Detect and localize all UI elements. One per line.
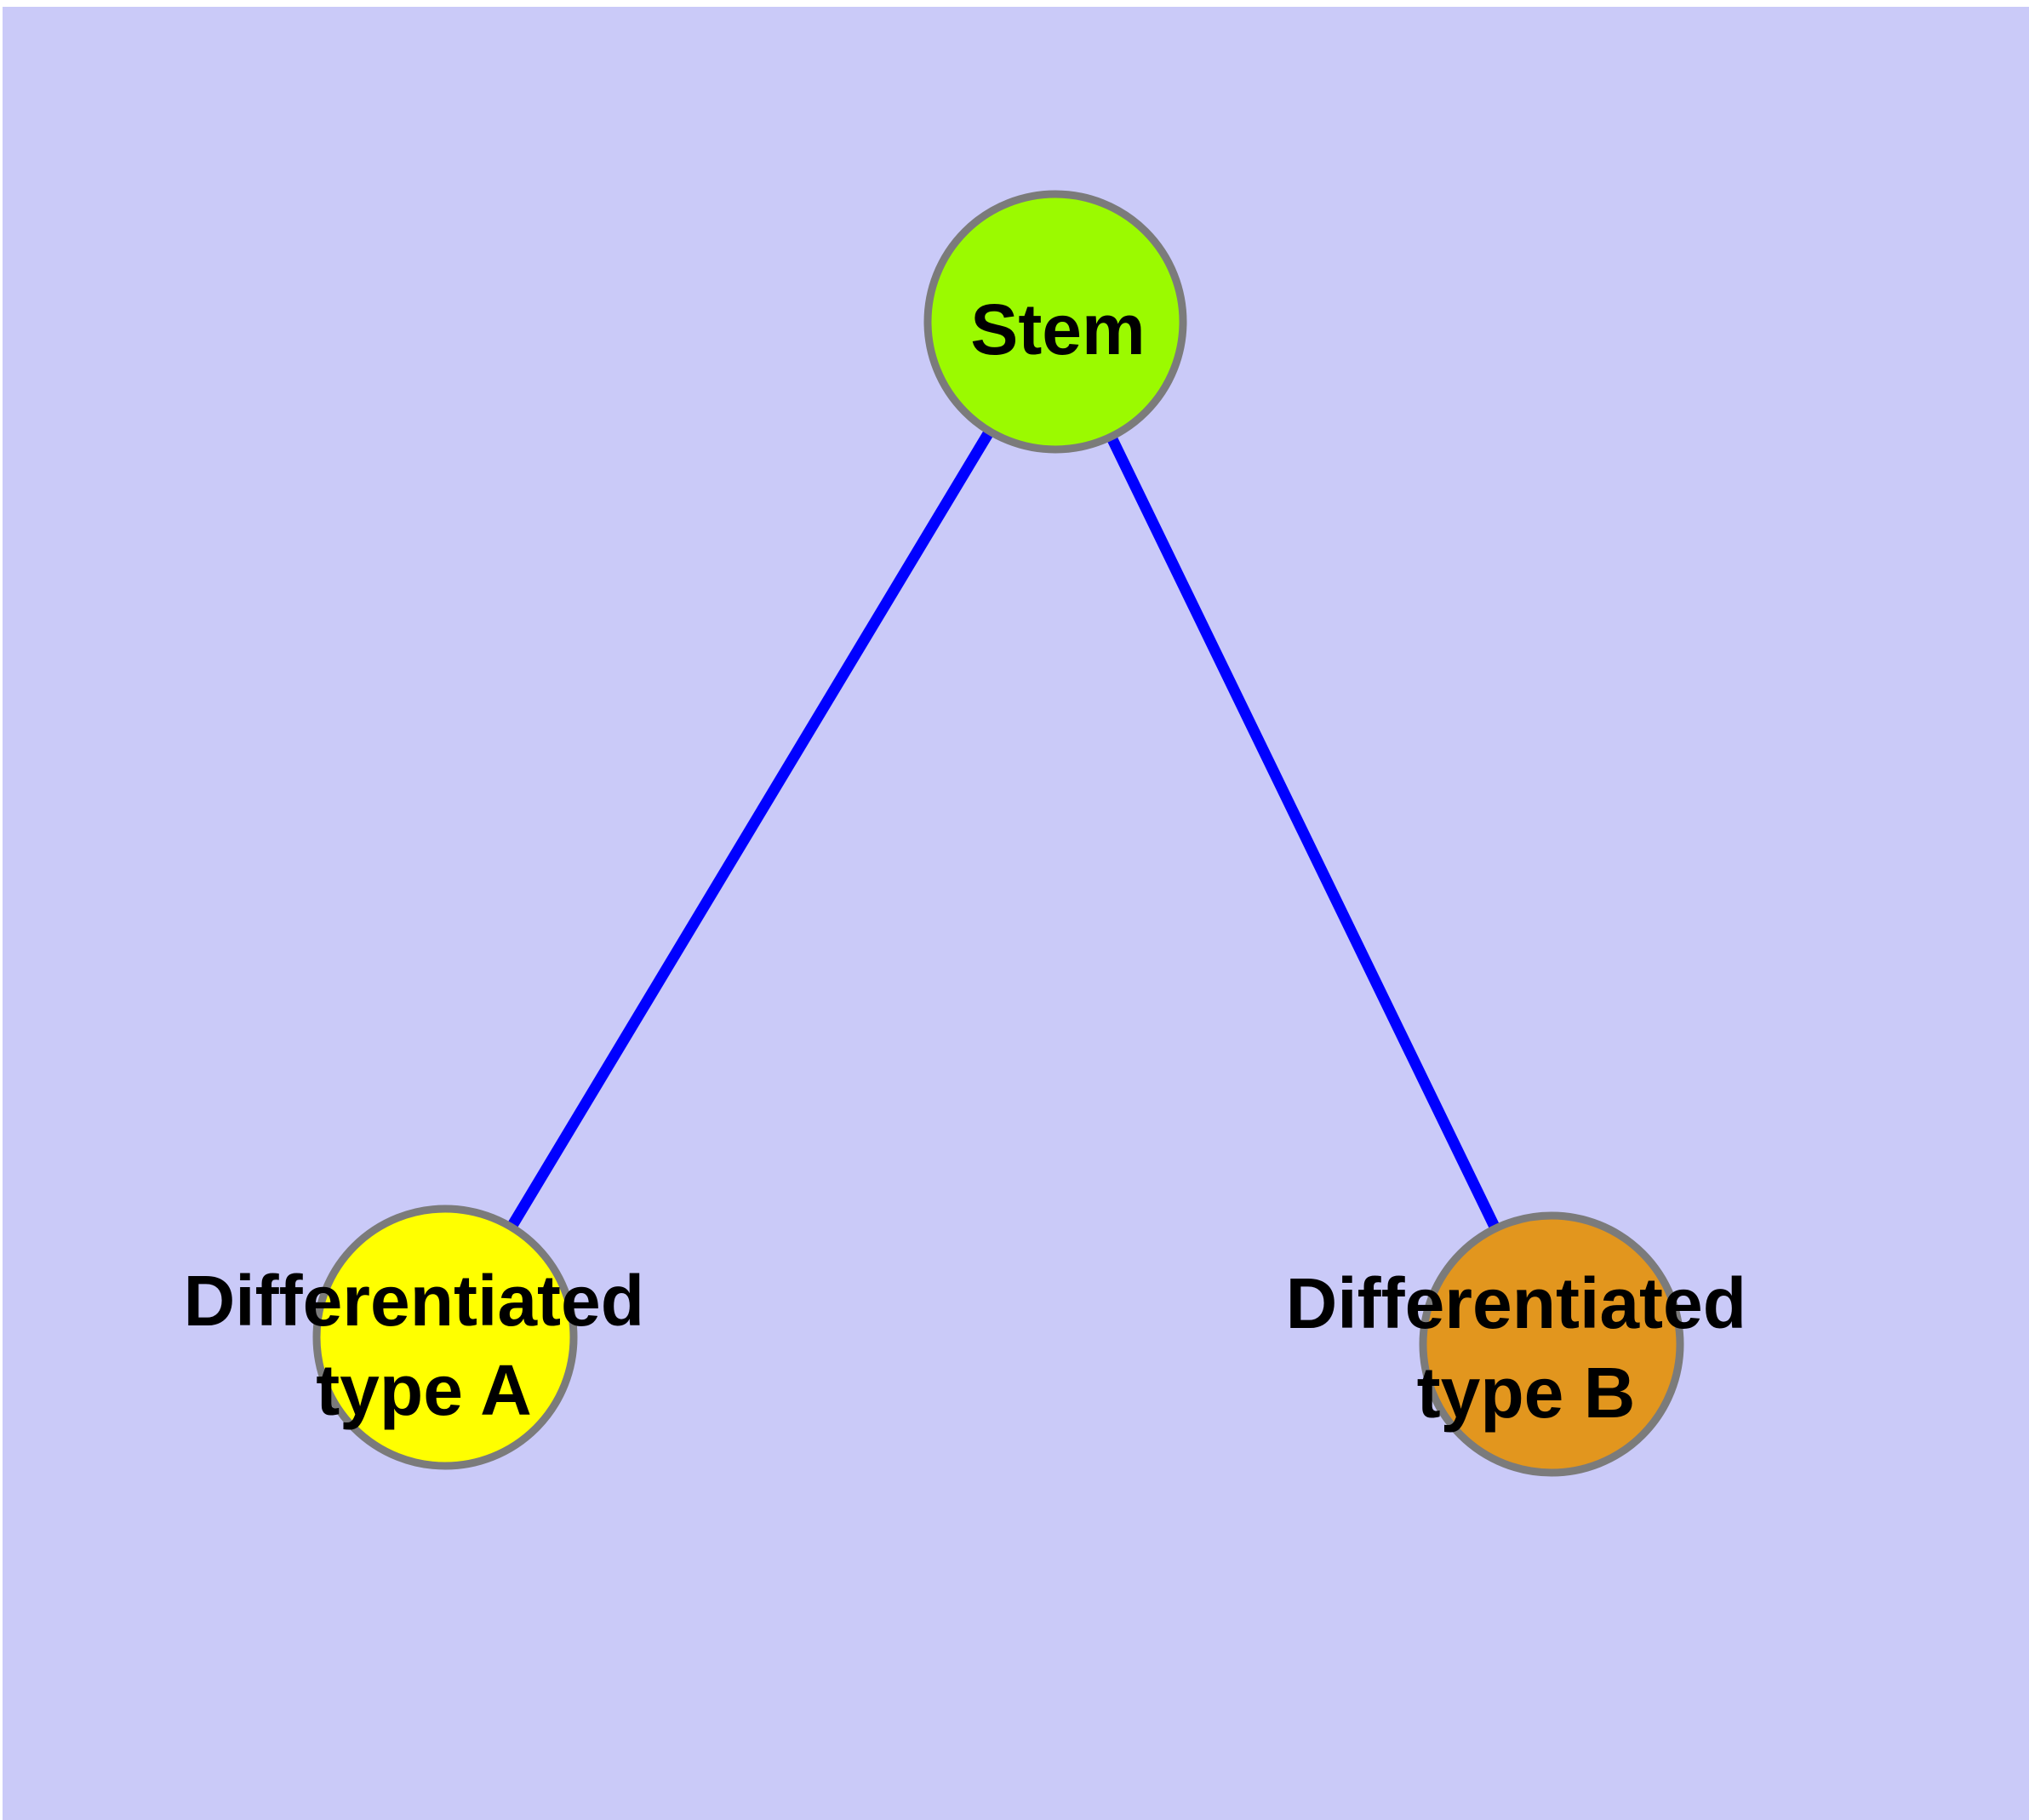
type-b-node-circle bbox=[1419, 1211, 1684, 1477]
stem-node-label: Stem bbox=[970, 289, 1145, 369]
node-differentiated-type-a: Differentiated type A bbox=[184, 1205, 665, 1470]
type-a-label-line2: type A bbox=[316, 1350, 532, 1430]
diagram-canvas: Stem Differentiated type A Differentiate… bbox=[3, 7, 2029, 1820]
type-a-label-line1: Differentiated bbox=[184, 1261, 644, 1341]
node-differentiated-type-b: Differentiated type B bbox=[1286, 1211, 1767, 1477]
edge-stem-to-type-a bbox=[440, 318, 1060, 1341]
type-b-label-line1: Differentiated bbox=[1286, 1263, 1746, 1343]
type-a-node-label: Differentiated type A bbox=[184, 1261, 665, 1430]
type-a-node-circle bbox=[312, 1205, 578, 1470]
type-b-node-label: Differentiated type B bbox=[1286, 1263, 1767, 1433]
edge-stem-to-type-b bbox=[1050, 319, 1557, 1347]
node-stem: Stem bbox=[923, 190, 1187, 454]
stem-differentiation-diagram: Stem Differentiated type A Differentiate… bbox=[184, 190, 1767, 1477]
stem-node-circle bbox=[923, 190, 1187, 454]
type-b-label-line2: type B bbox=[1417, 1353, 1636, 1433]
